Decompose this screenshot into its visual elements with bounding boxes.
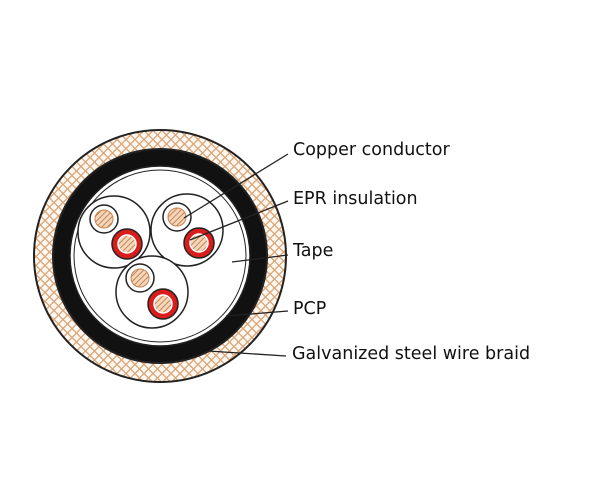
pair-1-sheath (77, 195, 151, 269)
pair-3-sheath (115, 255, 189, 329)
pair-1-copper-b (117, 234, 137, 254)
label-galvanized-steel-wire-braid: Galvanized steel wire braid (292, 344, 531, 364)
pair-3-copper-a (130, 268, 150, 288)
label-tape: Tape (293, 241, 334, 261)
label-pcp: PCP (293, 299, 327, 319)
leader-pcp (225, 310, 289, 317)
leader-epr-insulation (189, 200, 289, 241)
pair-3-copper-b (153, 294, 173, 314)
leader-braid (207, 350, 287, 357)
pair-2-sheath (150, 193, 224, 267)
pair-2-copper-a (167, 207, 187, 227)
label-copper-conductor: Copper conductor (293, 140, 450, 160)
leader-tape (231, 254, 289, 263)
tape-inner-line (73, 169, 247, 343)
leader-copper-conductor (183, 153, 289, 219)
label-epr-insulation: EPR insulation (293, 189, 418, 209)
pair-1-copper-a (94, 209, 114, 229)
